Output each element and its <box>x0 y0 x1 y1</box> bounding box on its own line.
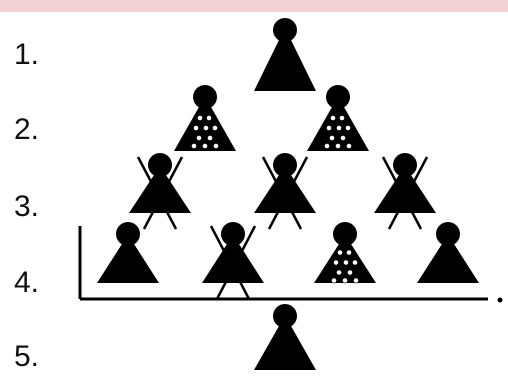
figures-layer <box>97 18 479 370</box>
dotted-dress-figure-icon <box>174 85 236 151</box>
crossed-figure-icon <box>254 153 316 229</box>
plain-figure-icon <box>417 222 479 283</box>
plain-figure-icon <box>97 222 159 283</box>
plain-figure-icon <box>254 18 316 91</box>
dotted-dress-figure-icon <box>307 85 369 151</box>
dotted-dress-figure-icon <box>314 222 376 283</box>
crossed-figure-icon <box>202 222 264 299</box>
line-end-dot <box>498 298 503 303</box>
crossed-figure-icon <box>374 153 436 229</box>
plain-figure-icon <box>254 304 316 370</box>
crossed-figure-icon <box>129 153 191 229</box>
